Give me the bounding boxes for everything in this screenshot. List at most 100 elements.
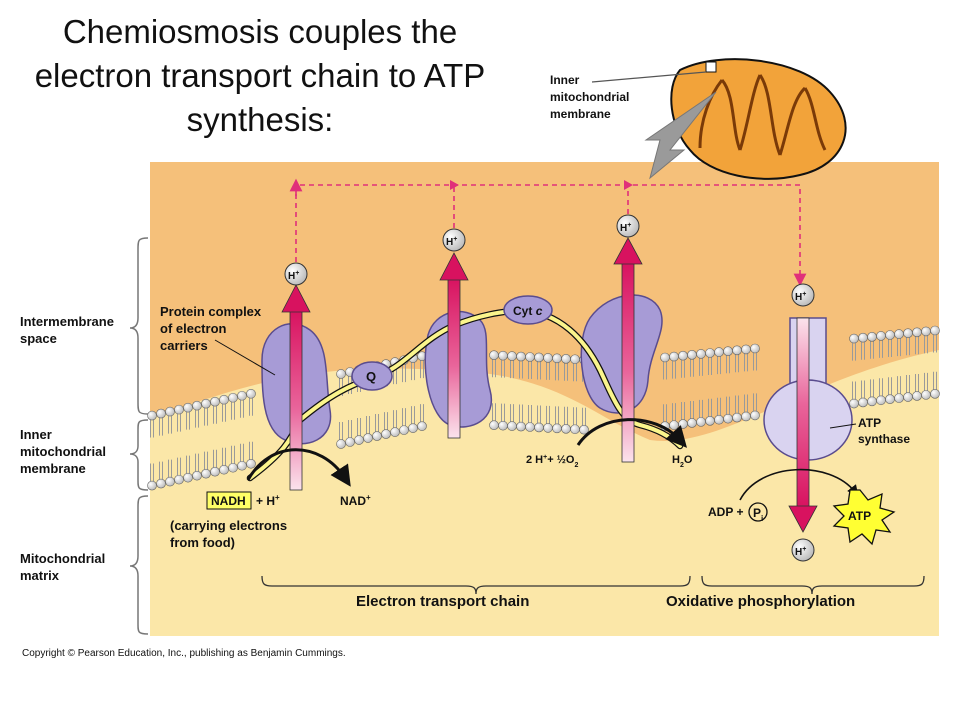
lipid-head bbox=[399, 425, 409, 435]
lipid-head bbox=[723, 346, 733, 357]
bottom-braces bbox=[261, 575, 925, 595]
h2o-label: H2O bbox=[672, 454, 693, 469]
lipid-head bbox=[147, 480, 157, 491]
atp-synthase-label: ATP synthase bbox=[858, 416, 910, 446]
lipid-head bbox=[696, 349, 706, 359]
svg-text:H+: H+ bbox=[446, 236, 457, 248]
lipid-head bbox=[408, 423, 418, 433]
pi-label: Pi bbox=[753, 506, 763, 523]
region-braces bbox=[129, 237, 149, 635]
lipid-head bbox=[372, 431, 382, 441]
lipid-head bbox=[246, 458, 256, 469]
lipid-head bbox=[552, 423, 562, 434]
slide-title: Chemiosmosis couples the electron transp… bbox=[34, 13, 486, 138]
lipid-head bbox=[516, 351, 526, 362]
lipid-head bbox=[714, 414, 724, 425]
lipid-head bbox=[750, 343, 760, 354]
mitochondrion-inset bbox=[591, 58, 847, 180]
h-plus-badge-2: H+ bbox=[442, 228, 466, 252]
dash-arrowhead-2 bbox=[624, 180, 633, 190]
protein-complex-pointer bbox=[214, 339, 276, 376]
lipid-head bbox=[696, 417, 706, 427]
lipid-head bbox=[903, 392, 913, 402]
nadh-label: NADH bbox=[211, 494, 246, 508]
lipid-head bbox=[570, 424, 580, 435]
svg-text:H+: H+ bbox=[288, 270, 299, 282]
matrix-label: Mitochondrial matrix bbox=[20, 551, 109, 583]
lipid-head bbox=[156, 478, 166, 489]
lipid-head bbox=[912, 327, 922, 338]
dash-arrowhead-1 bbox=[450, 180, 459, 190]
proton-circulation-path bbox=[289, 178, 807, 287]
cyt-c-carrier bbox=[503, 295, 553, 325]
lipid-head bbox=[705, 415, 715, 426]
lipid-head bbox=[543, 353, 553, 363]
oxygen-reaction-arrow bbox=[576, 418, 688, 448]
lipid-head bbox=[183, 472, 193, 483]
lipid-head bbox=[498, 420, 508, 431]
adp-to-atp-arrow bbox=[739, 468, 859, 501]
lipid-head bbox=[246, 388, 256, 399]
lipid-head bbox=[876, 331, 886, 341]
lipid-head bbox=[669, 351, 679, 362]
lipid-head bbox=[903, 328, 913, 339]
lipid-head bbox=[228, 462, 238, 473]
q-carrier bbox=[351, 361, 393, 391]
lipid-head bbox=[381, 429, 391, 439]
cyt-text: Cyt bbox=[513, 304, 532, 318]
adp-label: ADP + bbox=[708, 505, 743, 519]
lipid-head bbox=[885, 330, 895, 340]
plus-h-label: + H+ bbox=[256, 493, 280, 508]
nadh-reaction-arrow bbox=[246, 448, 351, 487]
lipid-head bbox=[489, 350, 499, 361]
lipid-head bbox=[165, 476, 175, 487]
lipid-head bbox=[552, 353, 562, 364]
inset-label: Inner mitochondrial membrane bbox=[550, 73, 633, 121]
lipid-head bbox=[930, 325, 940, 336]
lipid-head bbox=[705, 348, 715, 358]
lipid-head bbox=[336, 439, 346, 449]
svg-text:H+: H+ bbox=[795, 546, 806, 558]
nadh-box bbox=[206, 491, 252, 510]
atp-burst bbox=[832, 489, 896, 546]
lipid-head bbox=[507, 421, 517, 431]
lipid-head bbox=[534, 352, 544, 363]
proton-arrow-2 bbox=[439, 252, 469, 439]
lipid-head bbox=[930, 388, 940, 399]
lipid-head bbox=[750, 410, 760, 421]
proton-arrow-1 bbox=[281, 284, 311, 491]
lipid-head bbox=[174, 404, 184, 415]
lipid-head bbox=[714, 347, 724, 357]
lipid-head bbox=[678, 350, 688, 361]
lipid-head bbox=[210, 396, 220, 407]
lipid-head bbox=[561, 423, 571, 434]
lipid-head bbox=[741, 344, 751, 355]
etc-label: Electron transport chain bbox=[356, 593, 529, 610]
lipid-head bbox=[921, 390, 931, 400]
lipid-head bbox=[174, 474, 184, 485]
lipid-head bbox=[669, 420, 679, 430]
two-h-half-o2-label: 2 H++ ½O2 bbox=[526, 454, 578, 469]
lipid-head bbox=[687, 418, 697, 428]
matrix-region bbox=[150, 350, 939, 636]
lipid-head bbox=[228, 392, 238, 403]
lipid-head bbox=[201, 398, 211, 409]
lipid-head bbox=[210, 466, 220, 477]
svg-text:H+: H+ bbox=[795, 291, 806, 303]
lipid-head bbox=[363, 433, 373, 443]
carrying-electrons-label: (carrying electrons from food) bbox=[170, 518, 291, 550]
lipid-head bbox=[858, 332, 868, 343]
lipid-head bbox=[165, 406, 175, 417]
lipid-head bbox=[390, 427, 400, 437]
lipid-head bbox=[156, 408, 166, 419]
lipid-head bbox=[660, 352, 670, 363]
lipid-head bbox=[336, 369, 346, 379]
lipid-head bbox=[867, 331, 877, 342]
lipid-head bbox=[678, 419, 688, 429]
lipid-head bbox=[849, 333, 859, 344]
inner-membrane-label: Inner mitochondrial membrane bbox=[20, 427, 110, 476]
lipid-head bbox=[219, 394, 229, 405]
lipid-head bbox=[732, 345, 742, 356]
h-plus-badge-3: H+ bbox=[616, 214, 640, 238]
lipid-head bbox=[507, 351, 517, 361]
